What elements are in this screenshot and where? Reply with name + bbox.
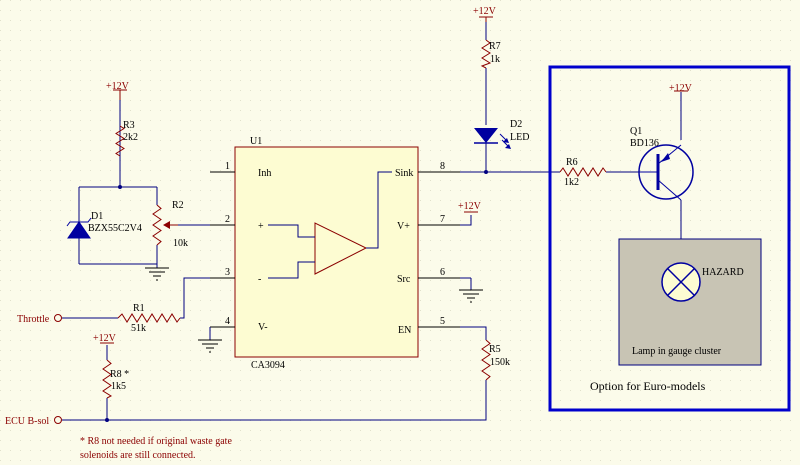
r8-value: 1k5 [111,381,126,392]
lamp-box [618,238,762,366]
r1-value: 51k [131,323,146,334]
resistor-r8[interactable]: R8 * 1k5 [102,359,129,399]
supply-12v-vplus: +12V [458,201,482,213]
u1-part: CA3094 [251,360,285,371]
resistor-r1[interactable]: R1 51k [117,303,181,334]
option-caption: Option for Euro-models [590,379,706,393]
u1-chip[interactable]: U1 CA3094 Inh + - V- Sink V+ Src EN 1 2 … [210,136,460,371]
pin-label-en: EN [398,325,411,336]
pin-number-5: 5 [440,316,445,327]
pin-label-inh: Inh [258,168,271,179]
d1-value: BZX55C2V4 [88,223,142,234]
pin-number-6: 6 [440,267,445,278]
r7-value: 1k [490,54,500,65]
resistor-r5[interactable]: R5 150k [481,339,510,381]
pin-number-2: 2 [225,214,230,225]
ground-icon [459,289,483,303]
supply-label: +12V [458,201,482,212]
footnote-line1: * R8 not needed if original waste gate [80,436,232,447]
zener-diode-d1[interactable]: D1 BZX55C2V4 [66,211,142,239]
pin-label-src: Src [397,274,411,285]
r1-ref: R1 [133,303,145,314]
d2-ref: D2 [510,119,522,130]
led-d2[interactable]: D2 LED [474,119,529,149]
supply-label: +12V [106,81,130,92]
r2-ref: R2 [172,200,184,211]
supply-12v-q1: +12V [669,83,693,94]
r2-value: 10k [173,238,188,249]
r8-ref: R8 * [110,369,129,380]
supply-label: +12V [473,6,497,17]
r6-value: 1k2 [564,177,579,188]
resistor-r6[interactable]: R6 1k2 [559,157,607,188]
ground-icon [198,339,222,353]
pin-number-1: 1 [225,161,230,172]
r6-ref: R6 [566,157,578,168]
option-box [548,65,791,412]
r5-value: 150k [490,357,510,368]
pin-number-4: 4 [225,316,230,327]
opamp-triangle-icon [314,222,368,275]
supply-label: +12V [669,83,693,94]
ecu-port[interactable]: ECU B-sol [5,416,62,427]
d1-ref: D1 [91,211,103,222]
potentiometer-r2[interactable]: R2 10k [152,200,188,249]
resistor-r3[interactable]: R3 2k2 [115,120,138,157]
r5-ref: R5 [489,344,501,355]
pin-number-7: 7 [440,214,445,225]
ground-icon [145,267,169,281]
pin-number-3: 3 [225,267,230,278]
pin-number-8: 8 [440,161,445,172]
u1-ref: U1 [250,136,262,147]
hazard-lamp[interactable]: HAZARD [661,262,744,302]
supply-label: +12V [93,333,117,344]
supply-12v-r3: +12V [106,81,130,100]
lamp-box-caption: Lamp in gauge cluster [632,346,722,357]
throttle-port-label: Throttle [17,314,50,325]
pin-label-sink: Sink [395,168,413,179]
resistor-r7[interactable]: R7 1k [480,39,501,69]
transistor-q1[interactable]: Q1 BD136 [630,126,694,201]
r3-value: 2k2 [123,132,138,143]
pin-label-plus: + [258,221,264,232]
ecu-port-label: ECU B-sol [5,416,49,427]
pin-label-minus: - [258,274,261,285]
throttle-port[interactable]: Throttle [17,314,62,325]
pin-label-vminus: V- [258,322,268,333]
q1-value: BD136 [630,138,659,149]
q1-ref: Q1 [630,126,642,137]
lamp-label: HAZARD [702,267,744,278]
wires [62,20,682,422]
r3-ref: R3 [123,120,135,131]
r7-ref: R7 [489,41,501,52]
footnote-line2: solenoids are still connected. [80,450,196,461]
d2-value: LED [510,132,529,143]
pin-label-vplus: V+ [397,221,410,232]
supply-12v-r8: +12V [93,333,117,344]
supply-12v-r7: +12V [473,6,497,22]
